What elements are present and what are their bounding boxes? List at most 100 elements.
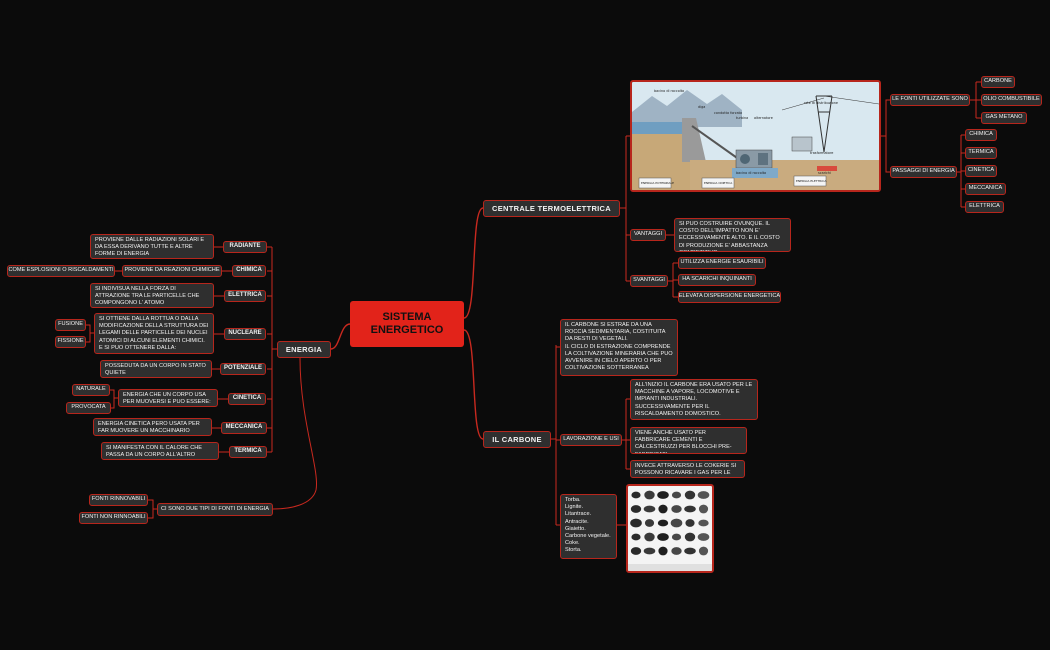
lavorazione-item-3[interactable]: INVECE ATTRAVERSO LE COKERIE SI POSSONO … [630, 460, 745, 478]
centrale-diagram[interactable]: bacino di raccolta diga condotta forzata… [630, 80, 881, 192]
coal-sample [698, 546, 709, 556]
coal-sample [684, 532, 696, 542]
elettrica-tag[interactable]: ELETTRICA [224, 290, 266, 302]
link-lavorazione-items [622, 398, 630, 470]
chimica-desc[interactable]: PROVIENE DA REAZIONI CHIMICHE [122, 265, 222, 277]
coal-sample [644, 532, 655, 542]
provocata-node[interactable]: PROVOCATA [66, 402, 111, 414]
svantaggio-dispersione[interactable]: ELEVATA DISPERSIONE ENERGETICA [678, 291, 781, 303]
link-root-centrale [463, 207, 484, 319]
link-energia-fonti [272, 357, 318, 510]
coal-samples-illustration [628, 486, 712, 571]
coal-sample [684, 547, 696, 555]
cinetica-desc[interactable]: ENERGIA CHE UN CORPO USA PER MUOVERSI E … [118, 389, 218, 407]
coal-sample [644, 490, 655, 500]
energy-box-elettrica: ENERGIA ELETTRICA [796, 179, 827, 183]
fonti-utilizzate-label[interactable]: LE FONTI UTILIZZATE SONO [890, 94, 970, 106]
termica-tag[interactable]: TERMICA [229, 446, 267, 458]
naturale-node[interactable]: NATURALE [72, 384, 110, 396]
lavorazione-item-1[interactable]: ALL'INIZIO IL CARBONE ERA USATO PER LE M… [630, 379, 758, 420]
svantaggio-esauribili[interactable]: UTILIZZA ENERGIE ESAURIBILI [678, 257, 766, 269]
passaggio-cinetica[interactable]: CINETICA [965, 165, 997, 177]
coal-sample [697, 491, 710, 499]
passaggio-meccanica[interactable]: MECCANICA [965, 183, 1006, 195]
coal-sample [684, 490, 696, 500]
link-root-carbone [463, 329, 484, 440]
carbone-intro[interactable]: IL CARBONE SI ESTRAE DA UNA ROCCIA SEDIM… [560, 319, 678, 376]
fissione-node[interactable]: FISSIONE [55, 336, 86, 348]
coal-sample [657, 491, 669, 499]
coal-sample [657, 519, 669, 527]
potenziale-tag[interactable]: POTENZIALE [220, 363, 266, 375]
fonti-rinnovabili[interactable]: FONTI RINNOVABILI [89, 494, 148, 506]
coal-sample [698, 519, 709, 527]
chimica-tag[interactable]: CHIMICA [232, 265, 266, 277]
passaggi-label[interactable]: PASSAGGI DI ENERGIA [890, 166, 957, 178]
fonti-label[interactable]: CI SONO DUE TIPI DI FONTI DI ENERGIA [157, 503, 273, 516]
meccanica-tag[interactable]: MECCANICA [221, 422, 267, 434]
coal-sample [658, 546, 668, 556]
fonte-carbone[interactable]: CARBONE [981, 76, 1015, 88]
coal-sample [630, 505, 642, 513]
coal-sample [658, 504, 668, 514]
energy-box-potenziale: ENERGIA POTENZIALE [641, 181, 674, 185]
coal-sample [631, 533, 641, 541]
label-scarichi: scarichi [818, 171, 831, 175]
lavorazione-item-2[interactable]: VIENE ANCHE USATO PER FABBRICARE CEMENTI… [630, 427, 747, 454]
fonte-olio[interactable]: OLIO COMBUSTIBILE [981, 94, 1042, 106]
tipi-carbone[interactable]: Torba. Lignite. Litantrace. Antracite. G… [560, 494, 617, 559]
coal-sample [631, 491, 641, 499]
coal-sample [644, 519, 655, 527]
energy-box-cinetica: ENERGIA CINETICA [704, 181, 733, 185]
lavorazione-label[interactable]: LAVORAZIONE E USI [560, 434, 622, 446]
radiante-desc[interactable]: PROVIENE DALLE RADIAZIONI SOLARI E DA ES… [90, 234, 214, 259]
coal-sample [630, 518, 642, 528]
passaggio-termica[interactable]: TERMICA [965, 147, 997, 159]
root-node[interactable]: SISTEMA ENERGETICO [350, 301, 464, 347]
coal-sample [670, 518, 683, 528]
coal-sample [671, 533, 682, 541]
label-diga: diga [698, 105, 705, 109]
centrale-node[interactable]: CENTRALE TERMOELETTRICA [483, 200, 620, 217]
coal-sample [643, 547, 656, 555]
svantaggio-inquinanti[interactable]: HA SCARICHI INQUINANTI [678, 274, 756, 286]
coal-sample [671, 491, 682, 499]
potenziale-desc[interactable]: POSSEDUTA DA UN CORPO IN STATO QUIETE [100, 360, 212, 378]
svantaggi-label[interactable]: SVANTAGGI [630, 275, 668, 287]
vantaggi-label[interactable]: VANTAGGI [630, 229, 666, 241]
coal-sample [684, 505, 696, 513]
link-passaggi-spine [957, 135, 962, 207]
nucleare-desc[interactable]: SI OTTIENE DALLA ROTTUA O DALLA MODIFICA… [94, 313, 214, 354]
link-cinetica-subs [110, 389, 118, 409]
chimica-extra[interactable]: COME ESPLOSIONI O RISCALDAMENTI [7, 265, 115, 277]
elettrica-desc[interactable]: SI INDIVISUA NELLA FORZA DI ATTRAZIONE T… [90, 283, 214, 308]
fonte-gas[interactable]: GAS METANO [981, 112, 1027, 124]
fonti-non-rinnovabili[interactable]: FONTI NON RINNOABILI [79, 512, 148, 524]
link-nucleare-subs [86, 324, 94, 343]
link-diagram-branches [881, 99, 890, 173]
coal-sample [698, 504, 709, 514]
passaggio-chimica[interactable]: CHIMICA [965, 129, 997, 141]
link-fonti-items [148, 499, 157, 519]
coal-samples-image[interactable] [626, 484, 714, 573]
energia-node[interactable]: ENERGIA [277, 341, 331, 358]
link-fonti-utilizzate [970, 81, 981, 119]
termica-desc[interactable]: SI MANIFESTA CON IL CALORE CHE PASSA DA … [101, 442, 219, 460]
label-alternatore: alternatore [754, 116, 773, 120]
label-bacino-top: bacino di raccolta [654, 89, 684, 93]
meccanica-desc[interactable]: ENERGIA CINETICA PERO USATA PER FAR MUOV… [93, 418, 212, 436]
passaggio-elettrica[interactable]: ELETTRICA [965, 201, 1004, 213]
vantaggi-desc[interactable]: SI PUO COSTRUIRE OVUNQUE. IL COSTO DELL'… [674, 218, 791, 252]
cinetica-tag[interactable]: CINETICA [228, 393, 266, 405]
fusione-node[interactable]: FUSIONE [55, 319, 86, 331]
coal-sample [657, 533, 669, 541]
link-svantaggi-items [668, 262, 678, 298]
carbone-node[interactable]: IL CARBONE [483, 431, 551, 448]
power-plant-illustration: bacino di raccolta diga condotta forzata… [632, 82, 879, 190]
coal-sample [697, 533, 710, 541]
radiante-tag[interactable]: RADIANTE [223, 241, 267, 253]
coal-sample [643, 505, 656, 513]
coal-sample [671, 505, 682, 513]
nucleare-tag[interactable]: NUCLEARE [224, 328, 266, 340]
link-root-energia [330, 323, 351, 350]
